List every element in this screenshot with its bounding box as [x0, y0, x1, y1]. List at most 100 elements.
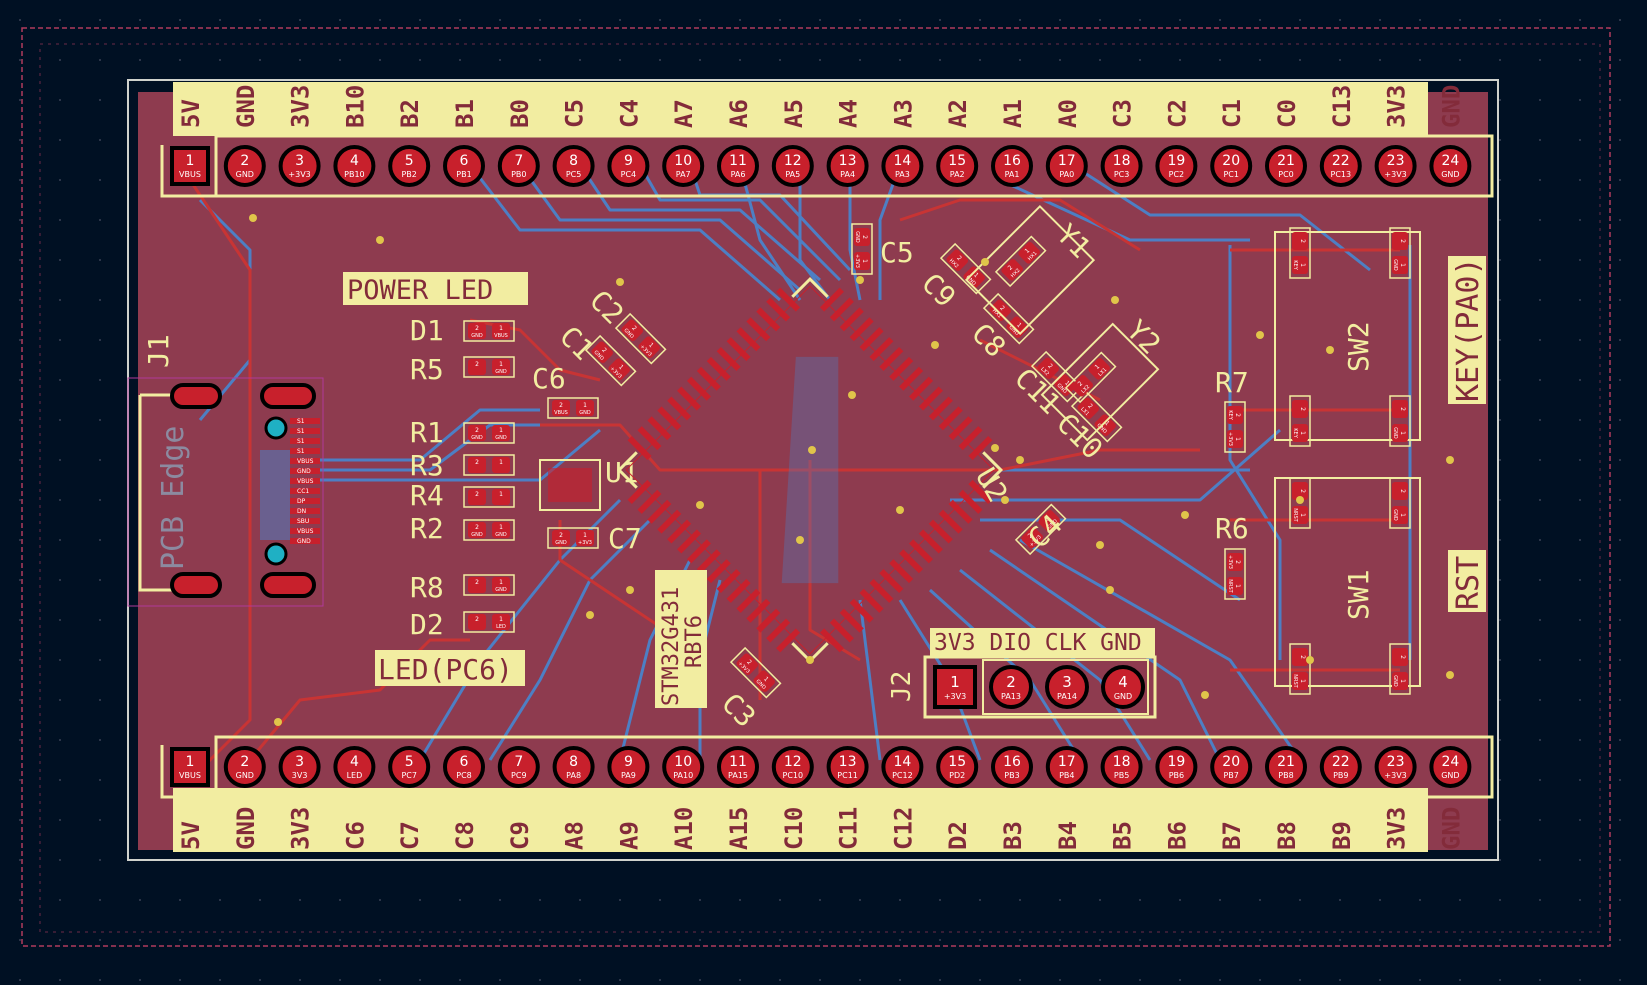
pad-number: 3: [295, 153, 304, 169]
smd-pad: [1392, 482, 1408, 500]
crystal-y1: [964, 204, 1096, 336]
pad-net: PA7: [676, 170, 691, 179]
smd-pad-net: +3V3: [1227, 555, 1233, 569]
grid-dot: [819, 939, 821, 941]
grid-dot: [1219, 59, 1221, 61]
grid-dot: [1499, 219, 1501, 221]
grid-dot: [979, 979, 981, 981]
switch-sw2[interactable]: [1274, 231, 1421, 441]
round-pad: [1100, 746, 1143, 788]
smd-pad: [1292, 482, 1308, 500]
pad-net: PC7: [401, 771, 417, 780]
grid-dot: [179, 939, 181, 941]
j4-outline: [214, 735, 1494, 799]
smd-pad-num: 1: [762, 676, 770, 684]
grid-dot: [139, 59, 141, 61]
mcu-pin: [918, 529, 943, 554]
via: [1106, 586, 1114, 594]
round-pad: [717, 746, 759, 788]
smd-pad-num: 2: [475, 524, 479, 531]
smd-pad-num: 1: [1299, 679, 1306, 683]
swd-round-pad: [989, 665, 1033, 709]
smd-outline: [851, 223, 873, 275]
smd-outline: [463, 320, 515, 342]
usb-pin-label: S1: [297, 428, 305, 435]
smd-pad: [1077, 397, 1099, 419]
round-pad: [333, 145, 376, 187]
smd-pad: [1292, 400, 1308, 418]
grid-dot: [59, 819, 61, 821]
pad-net: PB8: [1278, 771, 1293, 780]
smd-outline: [614, 312, 667, 365]
usb-pin-label: SBU: [297, 518, 309, 525]
mcu-pin: [819, 287, 844, 312]
smd-pad: [854, 252, 870, 270]
grid-dot: [299, 59, 301, 61]
smd-pad-net: +3V3: [1227, 432, 1233, 446]
smd-pad: [1292, 506, 1308, 524]
grid-dot: [859, 899, 861, 901]
grid-dot: [99, 939, 101, 941]
grid-dot: [59, 779, 61, 781]
pad-number: 11: [729, 754, 747, 770]
usb-pin: [290, 478, 320, 484]
via: [1001, 496, 1009, 504]
grid-dot: [99, 859, 101, 861]
usb-pin: [290, 528, 320, 534]
grid-dot: [1619, 779, 1621, 781]
smd-pad-net: GND: [1392, 675, 1398, 687]
grid-dot: [1339, 59, 1341, 61]
grid-dot: [499, 979, 501, 981]
pad-number: 7: [514, 153, 523, 169]
grid-dot: [699, 939, 701, 941]
smd-pad: [492, 522, 510, 538]
grid-dot: [1579, 379, 1581, 381]
round-pad: [223, 746, 266, 788]
pin-label: C2: [1163, 99, 1191, 128]
grid-dot: [1579, 779, 1581, 781]
switch-sw1[interactable]: [1274, 477, 1421, 687]
pin-label: C7: [396, 821, 424, 850]
grid-dot: [1619, 299, 1621, 301]
smd-pad: [468, 323, 486, 339]
rst-label: RST: [1451, 556, 1486, 610]
grid-dot: [1499, 539, 1501, 541]
mcu-u2-lqfp[interactable]: [598, 258, 1022, 682]
smd-pad-net: GND: [1392, 427, 1398, 439]
pad-number: 24: [1441, 153, 1459, 169]
ref-r6: R6: [1215, 512, 1249, 545]
via: [1201, 691, 1209, 699]
pad-net: PC4: [621, 170, 637, 179]
round-pad: [1429, 746, 1472, 788]
grid-dot: [59, 659, 61, 661]
grid-dot: [1339, 19, 1341, 21]
smd-pad-net: GND: [471, 333, 483, 339]
swd-pad-net: PA13: [1001, 692, 1021, 701]
grid-dot: [1019, 979, 1021, 981]
grid-dot: [1259, 59, 1261, 61]
mcu-name-label-box: [655, 570, 707, 708]
round-pad: [278, 746, 321, 788]
grid-dot: [1219, 979, 1221, 981]
smd-pad-num: 2: [1299, 407, 1306, 411]
smd-pad: [1392, 232, 1408, 250]
grid-dot: [419, 899, 421, 901]
grid-dot: [1459, 59, 1461, 61]
pad-number: 1: [186, 153, 195, 169]
usb-pin-label: S1: [297, 418, 305, 425]
smd-pad-net: LED: [496, 624, 506, 630]
pad-net: PB2: [401, 170, 416, 179]
smd-pad-num: 2: [1399, 489, 1406, 493]
via: [249, 214, 257, 222]
grid-dot: [819, 59, 821, 61]
smd-pad-num: 2: [1234, 413, 1241, 417]
